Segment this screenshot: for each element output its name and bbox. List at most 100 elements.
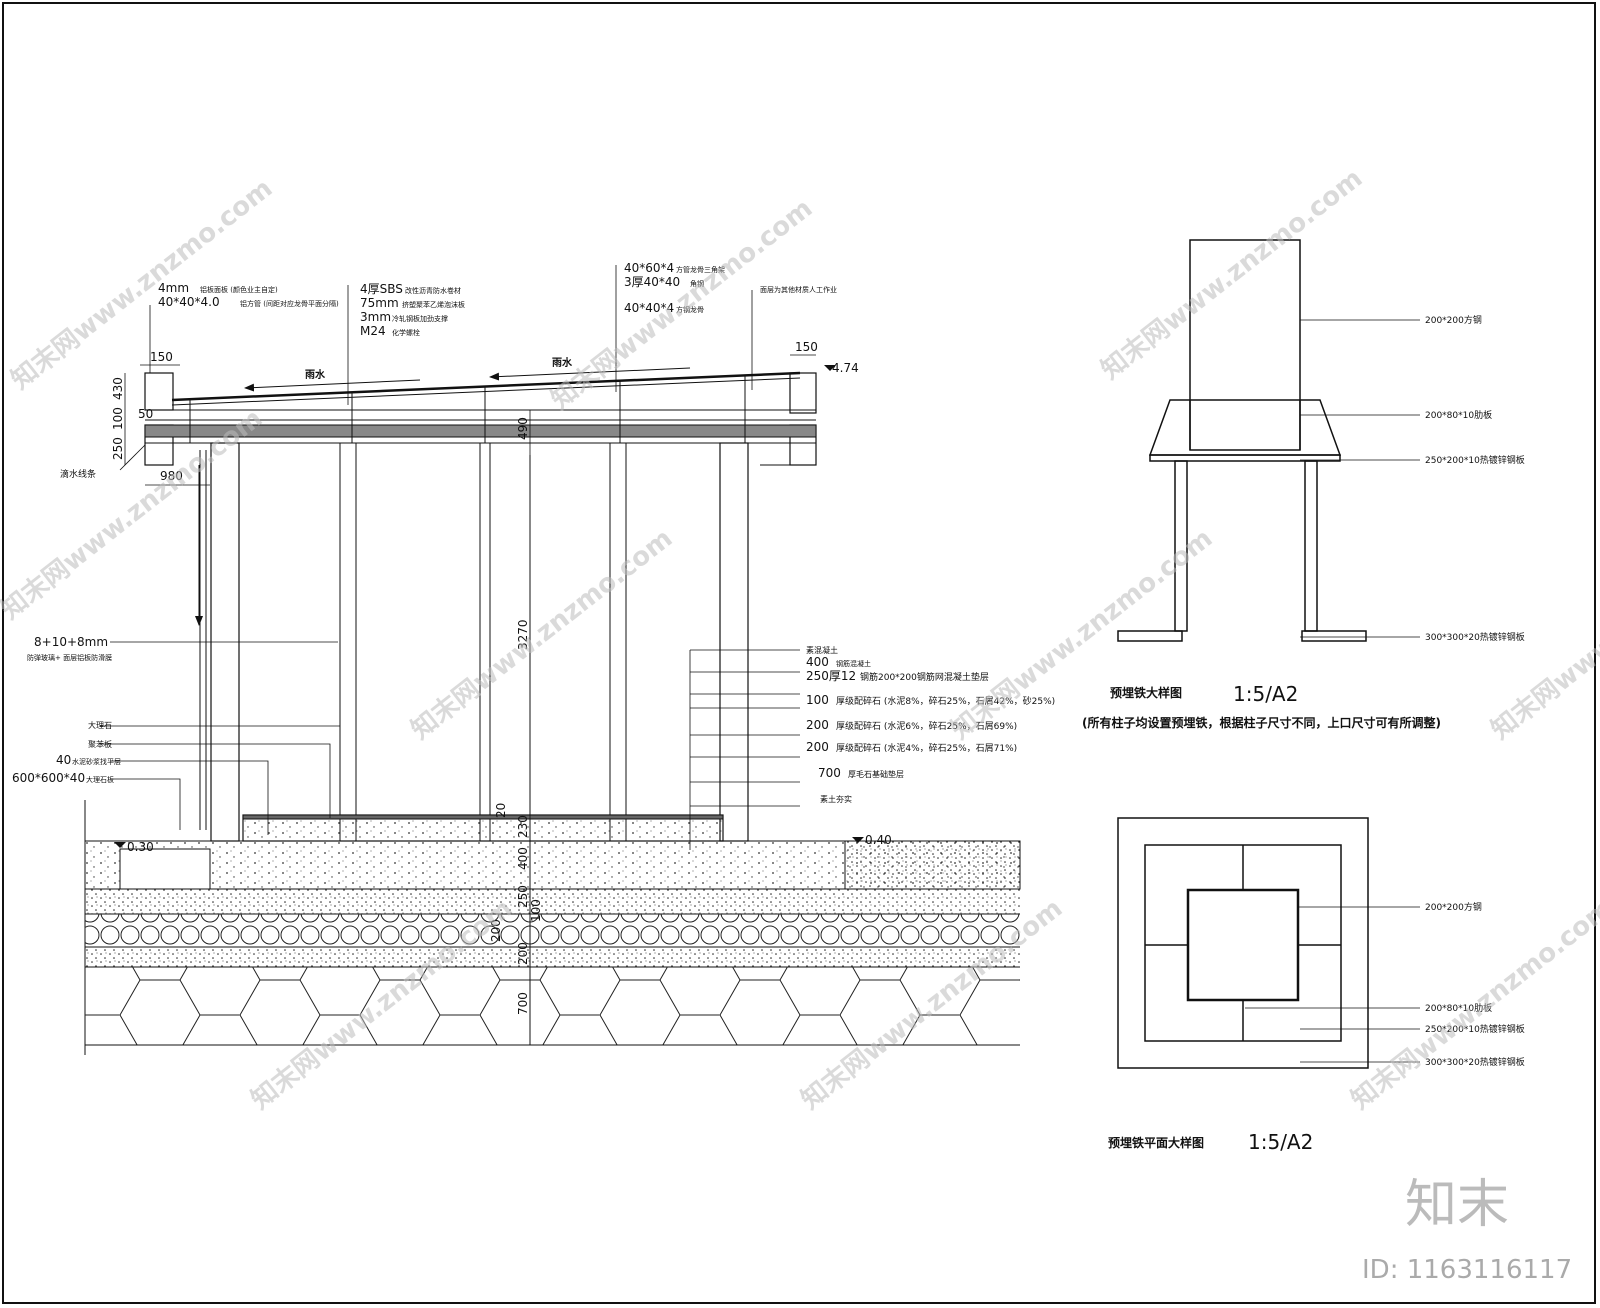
dim-v-mid-5: 400 [516,847,530,870]
dimension-lines [124,354,816,1045]
foundation [84,800,1021,1055]
dim-v-mid: 490 3270 20 230 400 250 100 200 200 700 [489,417,543,1015]
watermark-6: 知末网www.znzmo.com [946,523,1218,745]
layer-1-note: 钢筋混凝土 [836,659,871,668]
detail-embedded-elevation [1117,239,1420,642]
d2-label-3: 300*300*20热镀锌钢板 [1425,1056,1525,1068]
label-panel-top-note: 铝板面板 (颜色业主自定) [200,285,278,294]
dim-right-overhang: 150 [795,340,818,354]
d1-label-1: 200*80*10肋板 [1425,409,1492,421]
layer-0: 素混凝土 [806,645,838,655]
watermark-3: 知末网www.znzmo.com [1096,163,1368,385]
watermark-2: 知末网www.znzmo.com [546,193,818,415]
roof [144,371,817,466]
label-slab: 600*600*40 [12,771,85,785]
label-steel-note: 冷轧钢板加劲支撑 [392,314,448,323]
layer-2: 250厚12 [806,669,856,683]
watermark-id: ID: 1163116117 [1362,1255,1572,1285]
detail1-labels: 200*200方钢 200*80*10肋板 250*200*10热镀锌钢板 30… [1082,314,1525,730]
dim-v-mid-3: 20 [494,803,508,818]
label-tube: 40*40*4.0 [158,295,220,309]
label-truss-a-note: 方管龙骨三角架 [676,265,725,274]
dim-v-left-4: 250 [111,437,125,460]
label-bolt-note: 化学螺栓 [392,328,420,337]
dim-v-mid-4: 230 [516,815,530,838]
layer-5-note: 厚级配碎石 (水泥4%，碎石25%，石屑71%) [836,742,1017,754]
d2-label-1: 200*80*10肋板 [1425,1002,1492,1014]
label-sbs-note: 改性沥青防水卷材 [405,286,461,295]
label-leveling-note: 水泥砂浆找平层 [72,757,121,766]
label-leveling: 40 [56,753,71,767]
layer-6: 700 [818,766,841,780]
layer-7: 素土夯实 [820,794,852,804]
label-slab-note: 大理石板 [86,775,114,784]
d1-scale: 1:5/A2 [1233,682,1298,706]
dim-v-mid-8: 200 [489,919,503,942]
layer-labels: 素混凝土 400 钢筋混凝土 250厚12 钢筋200*200钢筋网混凝土垫层 … [806,645,1055,804]
elev-ground-right: 0.40 [865,833,892,847]
label-steel: 3mm [360,310,391,324]
label-panel-top: 4mm [158,281,189,295]
roof-leaders [347,265,753,405]
layer-3-note: 厚级配碎石 (水泥8%，碎石25%，石屑42%，砂25%) [836,695,1055,707]
dimension-text: 150 150 980 4.74 0.30 0.40 [127,340,892,854]
detail-embedded-plan [1117,817,1420,1069]
label-marble: 大理石 [88,720,112,730]
label-right-note: 面层为其他材质人工作业 [760,285,837,294]
rain-arrows [244,367,691,392]
layer-6-note: 厚毛石基础垫层 [848,769,904,779]
layer-3: 100 [806,693,829,707]
dim-v-mid-7: 100 [529,899,543,922]
roof-labels: 4厚SBS 改性沥青防水卷材 75mm 挤塑聚苯乙烯泡沫板 3mm 冷轧钢板加劲… [360,282,465,338]
d2-label-0: 200*200方钢 [1425,901,1482,913]
dim-v-left-1: 430 [111,377,125,400]
label-truss-a: 40*60*4 [624,261,674,275]
elev-top: 4.74 [832,361,859,375]
layer-5: 200 [806,740,829,754]
label-eps-note: 挤塑聚苯乙烯泡沫板 [402,300,465,309]
layer-1: 400 [806,655,829,669]
dim-v-mid-6: 250 [516,885,530,908]
label-foam: 聚苯板 [88,739,112,749]
d1-note: (所有柱子均设置预埋铁，根据柱子尺寸不同，上口尺寸可有所调整) [1082,715,1441,730]
label-bolt: M24 [360,324,386,338]
d1-label-3: 300*300*20热镀锌钢板 [1425,631,1525,643]
watermark-5: 知末网www.znzmo.com [406,523,678,745]
label-eps: 75mm [360,296,399,310]
dim-v-mid-2: 3270 [516,619,530,650]
dim-v-left-3: 100 [111,407,125,430]
dim-v-mid-9: 200 [516,942,530,965]
label-truss-c: 40*40*4 [624,301,674,315]
label-truss-b-note: 角钢 [690,279,704,288]
layer-4: 200 [806,718,829,732]
dim-v-left-2: 50 [138,407,153,421]
watermark-brand: 知末 [1405,1175,1509,1235]
truss-labels: 40*60*4 方管龙骨三角架 3厚40*40 角钢 40*40*4 方钢龙骨 … [624,261,837,315]
label-glass-note: 防弹玻璃+ 面层铝板防滑膜 [27,653,112,662]
d1-title: 预埋铁大样图 [1110,685,1182,700]
left-leaders [100,305,340,835]
dim-span: 980 [160,469,183,483]
label-sbs: 4厚SBS [360,282,403,296]
dim-left-overhang: 150 [150,350,173,364]
watermark-1: 知末网www.znzmo.com [6,173,278,395]
d1-label-0: 200*200方钢 [1425,314,1482,326]
dim-v-mid-1: 490 [516,417,530,440]
label-truss-b: 3厚40*40 [624,275,680,289]
label-glass: 8+10+8mm [34,635,108,649]
watermark-9: 知末网www.znzmo.com [1346,893,1600,1115]
layer-2-note: 钢筋200*200钢筋网混凝土垫层 [860,671,989,683]
watermark-4: 知末网www.znzmo.com [0,403,268,625]
d1-label-2: 250*200*10热镀锌钢板 [1425,454,1525,466]
elev-ground-left: 0.30 [127,840,154,854]
layer-4-note: 厚级配碎石 (水泥6%，碎石25%，石屑69%) [836,720,1017,732]
elevation-markers [114,365,864,848]
label-drip: 滴水线条 [60,468,96,480]
rain-label-1: 雨水 [305,368,326,381]
layer-leaders [689,649,800,850]
d2-label-2: 250*200*10热镀锌钢板 [1425,1023,1525,1035]
d2-title: 预埋铁平面大样图 [1108,1135,1204,1150]
rain-label-2: 雨水 [552,356,573,369]
d2-scale: 1:5/A2 [1248,1130,1313,1154]
